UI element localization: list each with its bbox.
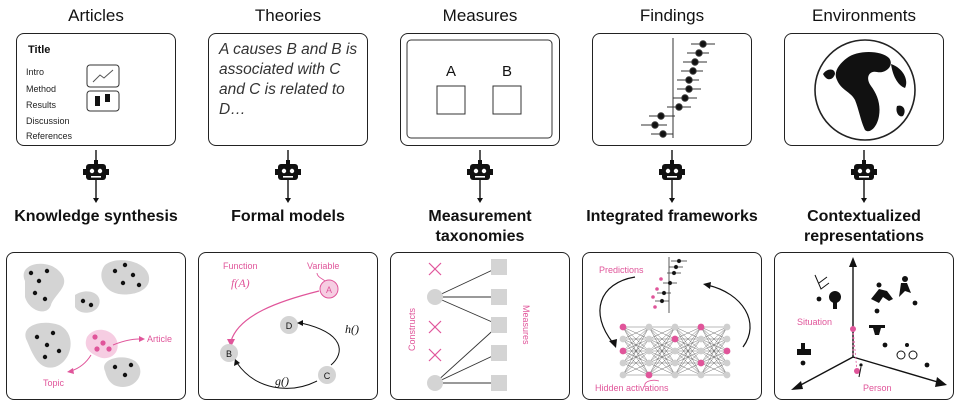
robot-icon (659, 150, 685, 203)
article-section: Intro (26, 67, 45, 77)
g-label: g() (275, 374, 289, 388)
article-card: Title Intro Method Results Discussion Re… (16, 33, 176, 146)
measures-card: A B (400, 33, 560, 146)
network-node (645, 335, 653, 343)
contextualized-representations-panel: Situation Person (774, 252, 954, 400)
synthesis-title: Contextualized representations (803, 208, 925, 245)
topic-label: Topic (43, 378, 65, 388)
network-node (619, 359, 627, 367)
measures-figure: A B (406, 39, 553, 139)
article-section: References (26, 131, 73, 141)
column-articles: Articles Title Intro Method Results Disc… (0, 0, 192, 405)
network-node (671, 335, 679, 343)
article-section: Discussion (26, 116, 70, 126)
taxonomy-diagram: Constructs Measures (407, 259, 531, 391)
node-b: B (226, 349, 232, 359)
network-node (723, 335, 731, 343)
robot-icon (83, 150, 109, 203)
column-measures: Measures A B Measurement taxonomies (384, 0, 576, 405)
fa-label: f(A) (231, 276, 250, 290)
cluster-diagram: Article Topic (23, 260, 172, 388)
network-node (645, 371, 653, 379)
3d-axes-diagram: Situation Person (791, 257, 947, 393)
article-title: Title (28, 44, 51, 56)
theory-card: A causes B and B is associated with C an… (208, 33, 368, 146)
globe-icon (814, 39, 916, 141)
measures-label: Measures (521, 305, 531, 345)
predictions-label: Predictions (599, 265, 644, 275)
network-node (723, 359, 731, 367)
chart-icon (86, 64, 120, 88)
network-node (723, 371, 731, 379)
measurement-taxonomies-panel: Constructs Measures (390, 252, 570, 400)
network-node (723, 323, 731, 331)
integrated-frameworks-panel: Predictions Hidden activations (582, 252, 762, 400)
network-node (671, 323, 679, 331)
network-node (697, 359, 705, 367)
findings-card (592, 33, 752, 146)
h-label: h() (345, 322, 359, 336)
network-node (671, 347, 679, 355)
article-section: Method (26, 84, 57, 94)
network-node (723, 347, 731, 355)
theory-text: A causes B and B is associated with C an… (219, 41, 358, 118)
measure-a-label: A (446, 63, 456, 80)
hidden-activations-label: Hidden activations (595, 383, 669, 393)
network-node (645, 323, 653, 331)
situation-label: Situation (797, 317, 832, 327)
column-title: Theories (254, 6, 322, 25)
network-node (619, 335, 627, 343)
network-node (619, 347, 627, 355)
column-title: Articles (68, 6, 124, 25)
synthesis-title: Measurement taxonomies (428, 208, 532, 245)
person-label: Person (863, 383, 892, 393)
network-node (697, 323, 705, 331)
article-section: Results (26, 100, 57, 110)
article-figures (86, 64, 120, 112)
column-environments: Environments Contextualized representati… (768, 0, 960, 405)
column-title: Environments (812, 6, 916, 25)
variable-label: Variable (307, 261, 339, 271)
synthesis-title: Integrated frameworks (586, 208, 758, 225)
knowledge-synthesis-panel: Article Topic (6, 252, 186, 400)
robot-icon (275, 150, 301, 203)
node-c: C (324, 371, 331, 381)
network-node (619, 323, 627, 331)
column-title: Findings (639, 6, 705, 25)
forest-plot-icon (641, 38, 715, 138)
network-node (619, 371, 627, 379)
synthesis-title: Knowledge synthesis (14, 208, 178, 225)
measure-b-label: B (502, 63, 512, 80)
bar-icon (86, 90, 120, 112)
neural-network-icon: Predictions Hidden activations (595, 257, 751, 393)
robot-icon (467, 150, 493, 203)
network-node (645, 347, 653, 355)
constructs-label: Constructs (407, 307, 417, 351)
network-node (671, 371, 679, 379)
function-label: Function (223, 261, 258, 271)
environments-card (784, 33, 944, 146)
network-node (645, 359, 653, 367)
column-findings: Findings In (576, 0, 768, 405)
column-theories: Theories A causes B and B is associated … (192, 0, 384, 405)
node-d: D (286, 321, 293, 331)
network-node (697, 335, 705, 343)
formal-models-panel: Function Variable f(A) A B D C h() g() (198, 252, 378, 400)
robot-icon (851, 150, 877, 203)
node-a: A (326, 285, 332, 295)
network-node (671, 359, 679, 367)
causal-graph: Function Variable f(A) A B D C h() g() (220, 261, 359, 389)
article-label: Article (147, 334, 172, 344)
network-node (697, 371, 705, 379)
network-node (697, 347, 705, 355)
column-title: Measures (442, 6, 518, 25)
synthesis-title: Formal models (231, 208, 345, 225)
